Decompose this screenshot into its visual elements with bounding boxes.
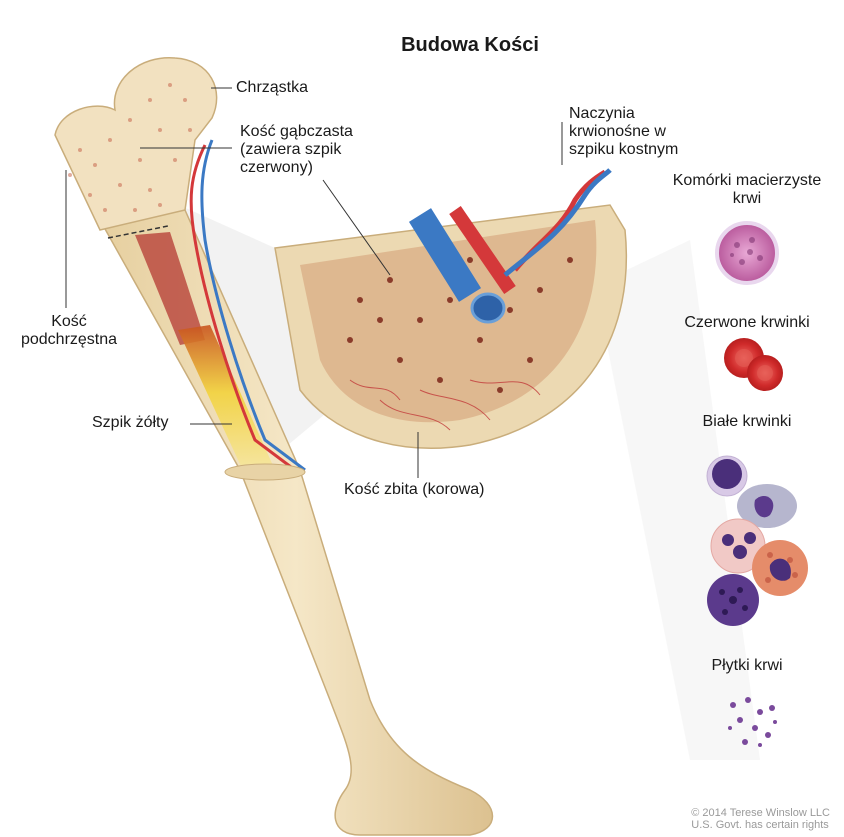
label-blood-vessels: Naczynia krwionośne w szpiku kostnym xyxy=(569,105,678,159)
label-yellow-marrow: Szpik żółty xyxy=(92,414,168,432)
label-stem-cells: Komórki macierzyste krwi xyxy=(662,172,832,208)
page-title: Budowa Kości xyxy=(372,27,568,63)
section-vein-opening xyxy=(472,294,504,322)
label-spongy-bone: Kość gąbczasta (zawiera szpik czerwony) xyxy=(240,123,353,177)
label-compact-bone: Kość zbita (korowa) xyxy=(344,481,485,499)
label-cartilage: Chrząstka xyxy=(236,79,308,97)
copyright-notice: © 2014 Terese Winslow LLC U.S. Govt. has… xyxy=(691,807,830,831)
label-platelets: Płytki krwi xyxy=(662,657,832,675)
shaft-cut xyxy=(225,464,305,480)
label-subchondral-bone: Kość podchrzęstna xyxy=(14,313,124,349)
stem-cell xyxy=(717,223,777,283)
cross-section xyxy=(275,170,626,448)
label-red-cells: Czerwone krwinki xyxy=(662,314,832,332)
white-blood-cells xyxy=(707,456,808,626)
label-white-cells: Białe krwinki xyxy=(662,413,832,431)
red-blood-cells xyxy=(724,338,783,391)
